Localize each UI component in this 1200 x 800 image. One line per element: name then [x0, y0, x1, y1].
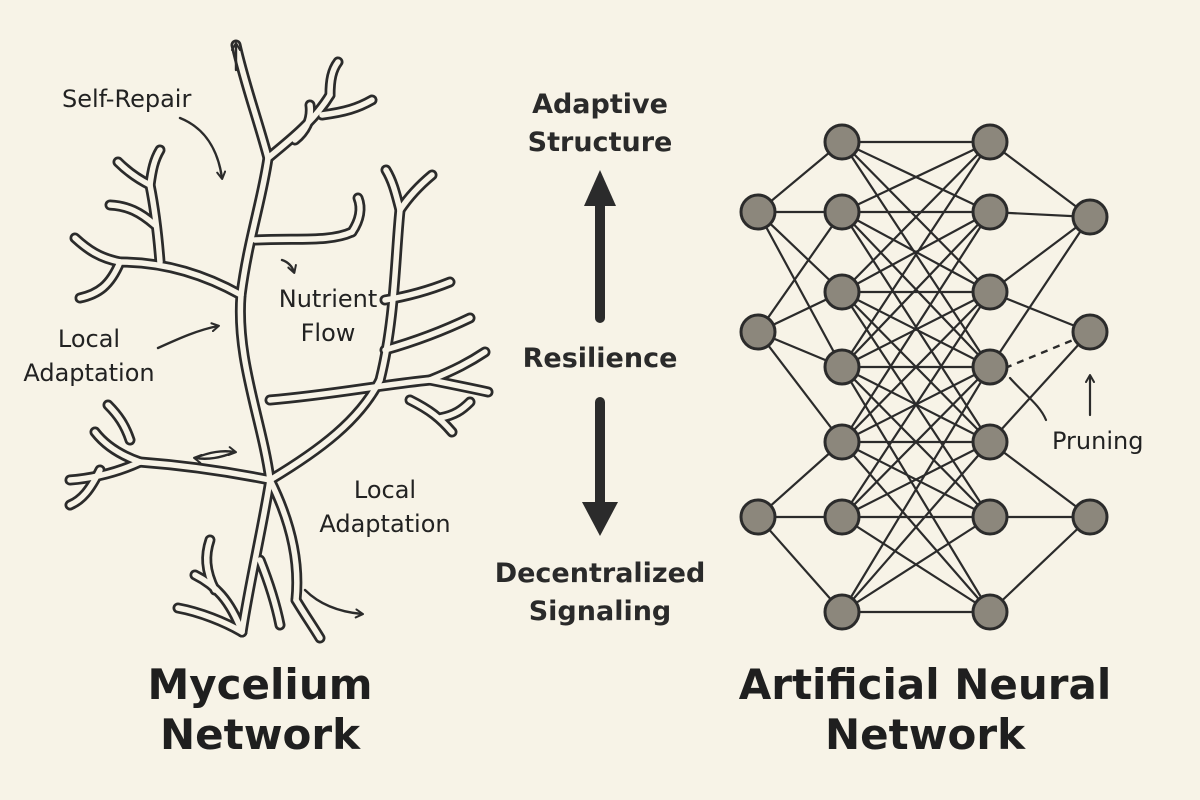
hidden-node [971, 273, 1009, 311]
nn-connection [989, 441, 1091, 518]
nn-connection [757, 516, 843, 613]
neural-network-title-line1: Artificial Neural [738, 660, 1112, 709]
self-repair-arrow [178, 116, 227, 180]
center-arrows [582, 170, 618, 536]
nn-connection [841, 366, 991, 613]
nn-connection [841, 211, 991, 443]
hidden-node [823, 423, 861, 461]
nn-connection [841, 516, 991, 613]
arrow-up-icon [584, 170, 616, 206]
adaptive-structure-line2: Structure [527, 127, 673, 158]
pruned-connection [1004, 331, 1091, 370]
input-node [739, 193, 777, 231]
nutrient-flow-line2: Flow [300, 319, 356, 347]
output-node [1071, 313, 1109, 351]
input-node [739, 498, 777, 536]
hidden-node [823, 273, 861, 311]
input-node [739, 313, 777, 351]
pruning-pointer-line [1008, 376, 1048, 422]
hidden-node [823, 348, 861, 386]
nn-connection [757, 211, 843, 368]
mycelium-title-line1: Mycelium [147, 660, 373, 709]
hidden-node [823, 498, 861, 536]
local-adaptation-left-arrow [156, 322, 220, 350]
nn-connection [841, 211, 991, 368]
nn-connection [841, 291, 991, 368]
local-adaptation-left-label: Local Adaptation [14, 322, 164, 390]
nutrient-flow-label: Nutrient Flow [268, 282, 388, 350]
hidden-node [823, 193, 861, 231]
nn-connection [757, 331, 843, 443]
decentralized-signaling-line2: Signaling [528, 596, 672, 627]
neural-network-edges [757, 140, 1091, 614]
nn-connection [989, 216, 1091, 368]
mycelium-title-line2: Network [159, 710, 360, 759]
local-adaptation-left-line1: Local [57, 325, 121, 353]
neural-network-title: Artificial Neural Network [735, 660, 1115, 760]
adaptive-structure-label: Adaptive Structure [470, 86, 730, 162]
nn-connection [841, 441, 991, 613]
local-adaptation-right-label: Local Adaptation [300, 473, 470, 541]
resilience-label: Resilience [522, 343, 678, 374]
hidden-node [823, 123, 861, 161]
nn-connection [841, 291, 991, 518]
local-adaptation-right-line1: Local [353, 476, 417, 504]
pruning-label: Pruning [1052, 427, 1144, 455]
nn-connection [989, 141, 1091, 218]
local-adaptation-right-line2: Adaptation [319, 510, 451, 538]
hidden-node [971, 423, 1009, 461]
nn-connection [989, 216, 1091, 293]
nn-connection [757, 211, 843, 333]
nn-connection [841, 291, 991, 443]
neural-network-title-line2: Network [824, 710, 1025, 759]
arrow-down-icon [582, 502, 618, 536]
nn-connection [841, 141, 991, 368]
hidden-node [971, 498, 1009, 536]
hidden-node [971, 123, 1009, 161]
nn-connection [989, 516, 1091, 613]
nn-connection [841, 441, 991, 518]
adaptive-structure-line1: Adaptive [532, 89, 668, 120]
neural-network-nodes [739, 123, 1109, 631]
local-adaptation-left-line2: Adaptation [23, 359, 155, 387]
spread-arrow [303, 588, 364, 619]
decentralized-signaling-label: Decentralized Signaling [460, 555, 740, 631]
nn-connection [757, 441, 843, 518]
output-node [1071, 198, 1109, 236]
self-repair-label: Self-Repair [62, 85, 192, 113]
mycelium-title: Mycelium Network [110, 660, 410, 760]
nutrient-flow-line1: Nutrient [278, 285, 378, 313]
hidden-node [823, 593, 861, 631]
nn-connection [841, 366, 991, 518]
nn-connection [841, 211, 991, 293]
nn-connection [841, 141, 991, 293]
nn-connection [757, 211, 843, 293]
nn-connection [841, 141, 991, 213]
nn-connection [989, 331, 1091, 443]
hidden-node [971, 193, 1009, 231]
hidden-node [971, 593, 1009, 631]
nutrient-flow-arrow [280, 258, 297, 274]
output-node [1071, 498, 1109, 536]
hidden-node [971, 348, 1009, 386]
decentralized-signaling-line1: Decentralized [494, 558, 706, 589]
